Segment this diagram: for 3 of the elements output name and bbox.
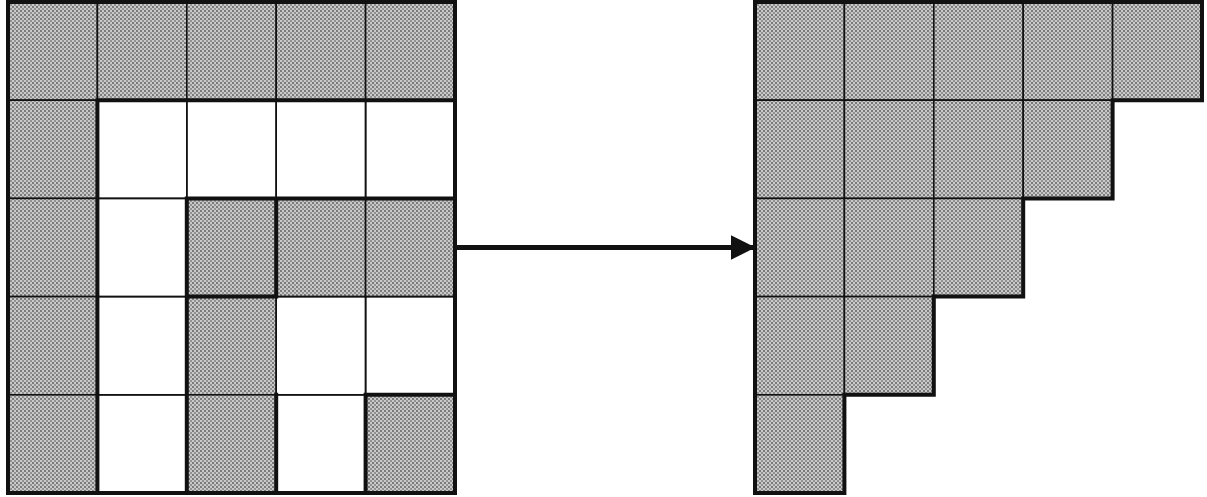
shaded-grid-drawing bbox=[8, 2, 455, 493]
staircase-grid-drawing bbox=[755, 2, 1202, 493]
arrow bbox=[457, 235, 756, 260]
